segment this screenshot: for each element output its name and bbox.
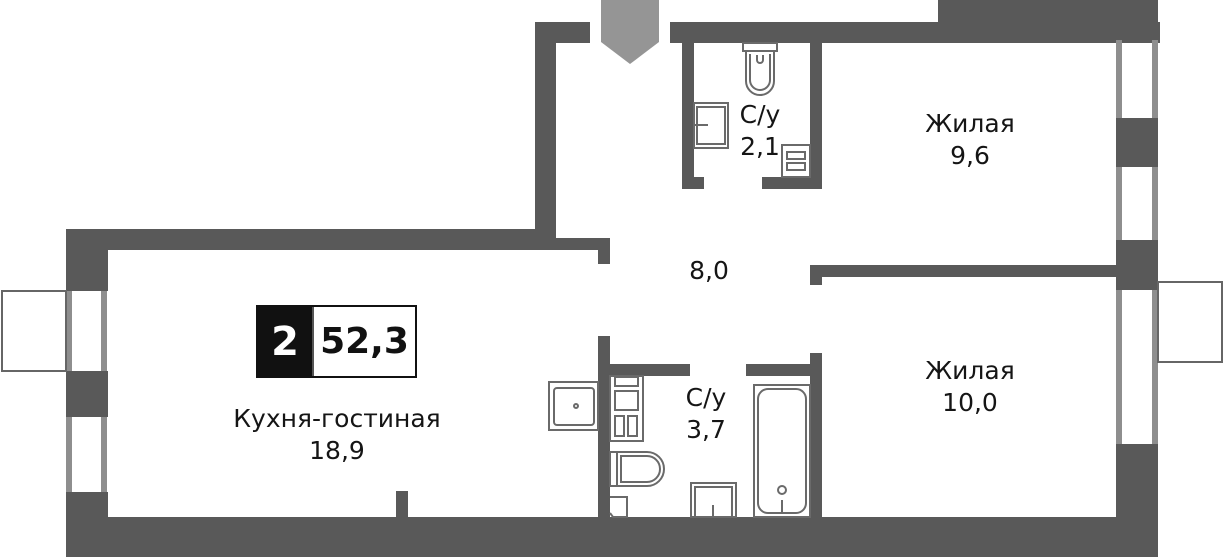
room-hallway: 8,0: [689, 255, 729, 287]
bathtub-icon: [753, 384, 811, 518]
room-bathroom-large: С/у 3,7: [686, 382, 727, 446]
kitchen-sink-icon: [548, 381, 599, 431]
washbasin-icon: [690, 482, 737, 518]
windows: [66, 40, 1158, 492]
room-bathroom-small: С/у 2,1: [740, 99, 781, 163]
room-area: 3,7: [686, 415, 726, 444]
total-area: 52,3: [314, 307, 415, 376]
balconies: [1, 281, 1223, 372]
toilet-icon: [742, 42, 778, 96]
room-name: Кухня-гостиная: [233, 404, 441, 433]
room-area: 2,1: [740, 132, 780, 161]
room-bedroom-2: Жилая 10,0: [925, 355, 1015, 419]
apartment-badge: 2 52,3: [256, 305, 417, 378]
bidet-icon: [609, 496, 628, 518]
room-bedroom-1: Жилая 9,6: [925, 108, 1015, 172]
toilet-icon: [609, 451, 665, 487]
room-area: 10,0: [942, 388, 998, 417]
sink-icon: [693, 102, 729, 149]
room-name: Жилая: [925, 356, 1015, 385]
room-area: 18,9: [309, 436, 365, 465]
room-kitchen-living: Кухня-гостиная 18,9: [233, 403, 440, 467]
room-name: С/у: [685, 383, 727, 412]
room-area: 8,0: [689, 256, 729, 285]
fixtures: [548, 42, 811, 518]
entrance-arrow-icon: [601, 0, 659, 64]
cabinet-icon: [781, 144, 811, 178]
room-name: С/у: [739, 100, 781, 129]
room-area: 9,6: [950, 141, 990, 170]
walls: [66, 0, 1160, 557]
room-name: Жилая: [925, 109, 1015, 138]
rooms-count: 2: [258, 307, 314, 376]
wardrobe-icon: [609, 375, 644, 442]
